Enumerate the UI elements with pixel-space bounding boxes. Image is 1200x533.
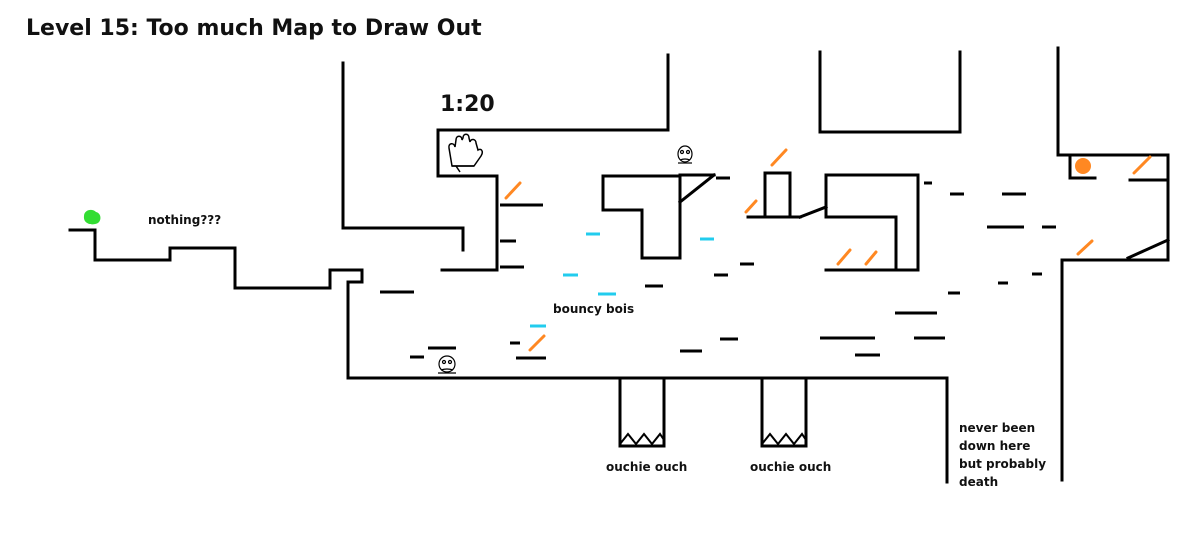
label-never-line: death [959, 475, 999, 489]
goal-orb-icon [1075, 158, 1091, 174]
pit-right [760, 376, 808, 448]
wall-left-shaft [341, 61, 465, 252]
label-ouch-left: ouchie ouch [606, 460, 688, 474]
bounce-pads [530, 232, 714, 328]
label-never-line: never been [959, 421, 1036, 435]
label-bouncy: bouncy bois [553, 302, 635, 316]
label-ouch-right: ouchie ouch [750, 460, 832, 474]
wall-center-slant [677, 172, 717, 205]
wall-pillar [763, 171, 792, 218]
walls [68, 46, 1170, 484]
label-nothing: nothing??? [148, 213, 222, 227]
wall-start-floor [68, 228, 949, 484]
hazard-marks [504, 148, 1152, 352]
glove-icon [448, 133, 483, 173]
wall-upper-mid [818, 50, 962, 134]
wall-goal-room [1056, 46, 1097, 180]
wall-top-block [436, 53, 670, 272]
enemy-icon [438, 355, 456, 374]
wall-right-block [824, 173, 920, 272]
label-never-line: but probably [959, 457, 1047, 471]
label-never-line: down here [959, 439, 1031, 453]
timer: 1:20 [440, 92, 495, 117]
pit-left [618, 376, 666, 448]
wall-center-box [601, 174, 682, 260]
enemy-icon [677, 145, 693, 164]
platforms [380, 176, 1056, 360]
spike-pit-icon [619, 432, 807, 446]
start-blob-icon [83, 209, 101, 225]
level-title: Level 15: Too much Map to Draw Out [26, 16, 482, 41]
label-never: never been down here but probably death [959, 419, 1079, 491]
